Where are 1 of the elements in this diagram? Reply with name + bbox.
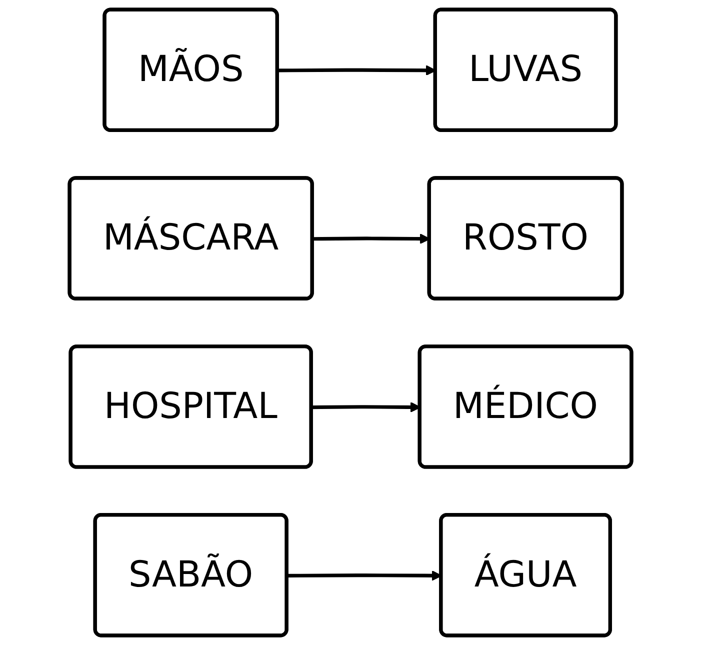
flowchart: MÃOS LUVAS MÁSCARA ROSTO HOSPITAL MÉDICO SABÃO ÁGUA <box>60 0 642 645</box>
